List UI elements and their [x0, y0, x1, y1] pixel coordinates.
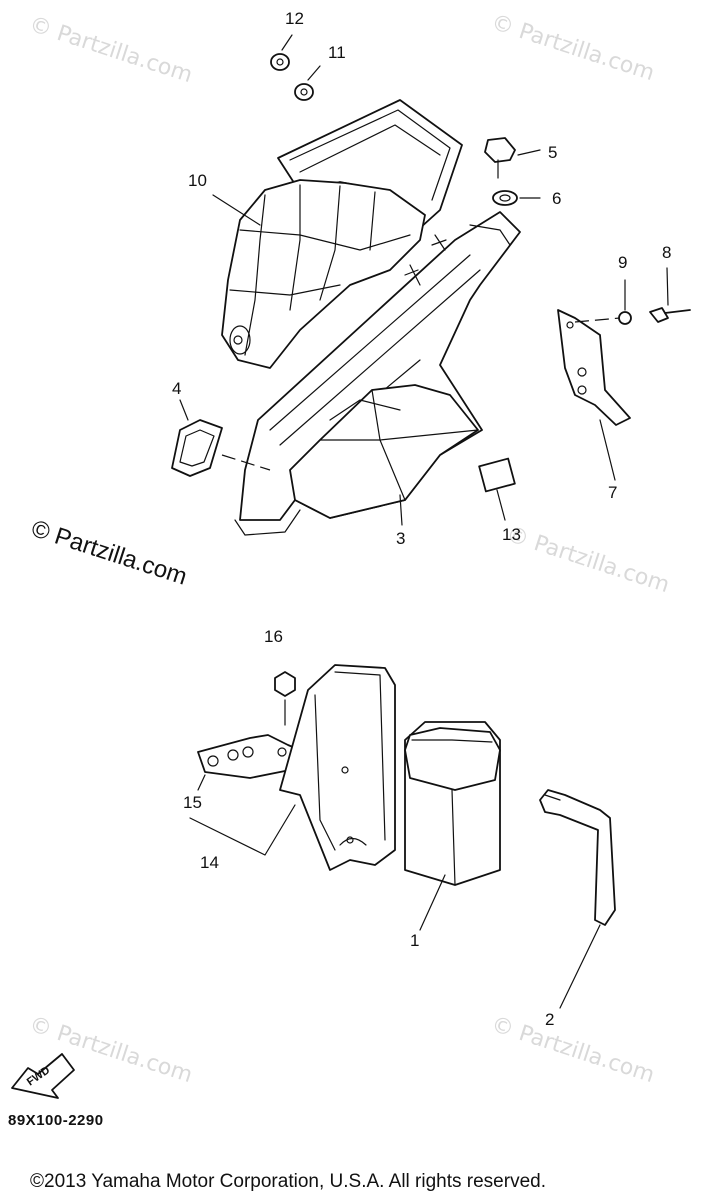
label-5: 5 — [548, 143, 557, 162]
watermark-bottom-right: © Partzilla.com — [488, 1012, 657, 1088]
part-labels: 12 11 5 6 10 9 8 4 7 3 13 16 15 14 1 2 — [172, 9, 671, 1029]
nuts-drawing — [270, 53, 314, 101]
watermark-mid-right: © Partzilla.com — [503, 522, 672, 598]
screw-grommet-drawing — [484, 137, 518, 206]
label-11: 11 — [328, 43, 346, 62]
air-duct-drawing — [221, 99, 463, 369]
label-8: 8 — [662, 243, 671, 262]
leader-lines — [179, 34, 669, 1009]
label-2: 2 — [545, 1010, 554, 1029]
label-14: 14 — [200, 853, 219, 872]
label-10: 10 — [188, 171, 207, 190]
label-3: 3 — [396, 529, 405, 548]
sticker-drawing — [478, 457, 516, 493]
label-16: 16 — [264, 627, 283, 646]
bracket-drawing — [557, 307, 691, 426]
diagram-code: 89X100-2290 — [8, 1112, 104, 1129]
nut-16-drawing — [274, 671, 296, 726]
air-box-drawing — [234, 211, 521, 536]
fwd-arrow: FWD — [11, 1053, 75, 1099]
watermark-top-right: © Partzilla.com — [488, 10, 657, 86]
label-12: 12 — [285, 9, 304, 28]
battery-box-drawing — [279, 664, 396, 871]
gasket-drawing — [171, 419, 271, 477]
label-7: 7 — [608, 483, 617, 502]
battery-drawing — [404, 721, 501, 886]
copyright-notice: ©2013 Yamaha Motor Corporation, U.S.A. A… — [30, 1171, 546, 1192]
label-9: 9 — [618, 253, 627, 272]
battery-band-drawing — [539, 789, 616, 926]
label-6: 6 — [552, 189, 561, 208]
label-13: 13 — [502, 525, 521, 544]
watermark-main: © Partzilla.com — [28, 515, 190, 591]
label-4: 4 — [172, 379, 181, 398]
label-1: 1 — [410, 931, 419, 950]
watermark-top-left: © Partzilla.com — [26, 12, 195, 88]
label-15: 15 — [183, 793, 202, 812]
